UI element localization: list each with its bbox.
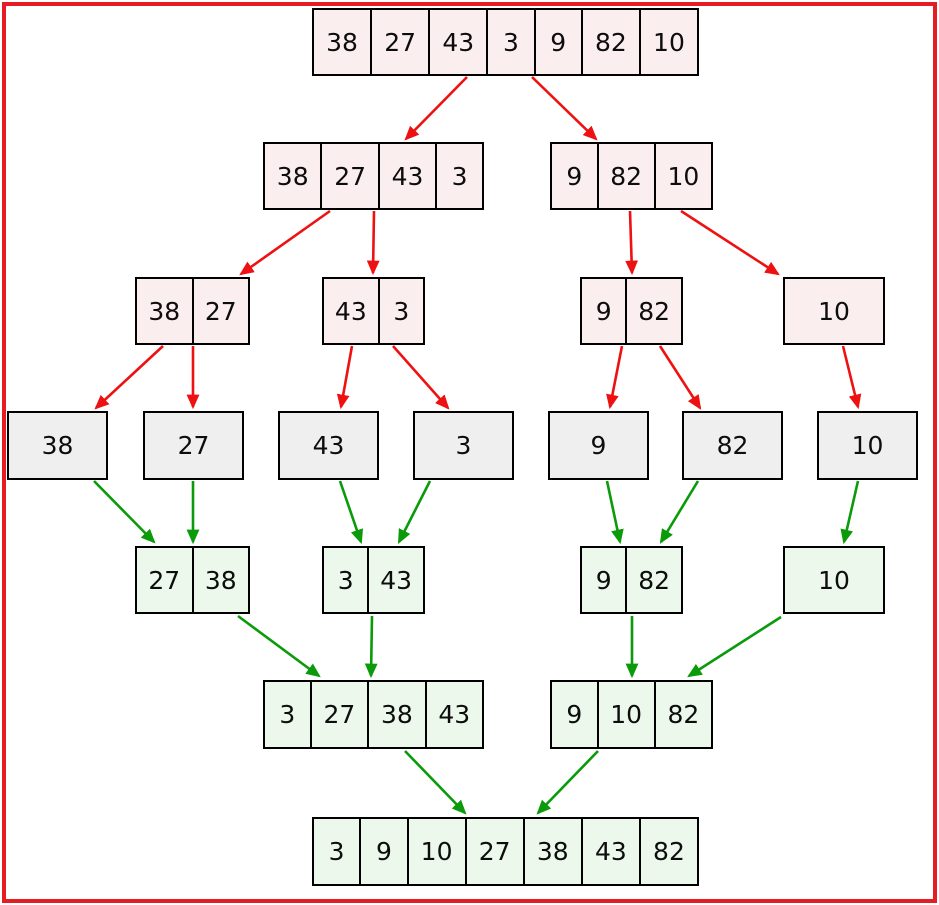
- merge-arrow: [364, 615, 378, 679]
- node-leaf-43: 43: [278, 411, 379, 480]
- array-cell: 82: [638, 565, 671, 595]
- array-cell: 43: [312, 431, 345, 460]
- node-split-10: 10: [783, 277, 885, 345]
- split-arrow: [531, 76, 598, 141]
- array-cell: 27: [467, 819, 525, 884]
- split-arrow: [625, 210, 639, 276]
- node-split-43-3: 43 3: [322, 277, 425, 345]
- node-leaf-10: 10: [817, 411, 918, 480]
- array-cell: 27: [137, 548, 194, 612]
- node-merge-27-38: 27 38: [135, 546, 250, 614]
- array-cell: 9: [590, 431, 607, 460]
- merge-arrow: [397, 480, 432, 544]
- split-arrow: [392, 345, 450, 410]
- array-cell: 27: [312, 682, 370, 747]
- array-cell: 3: [314, 819, 362, 884]
- array-cell: 9: [536, 10, 583, 74]
- array-cell: 82: [599, 144, 656, 208]
- split-arrow: [658, 345, 702, 410]
- node-leaf-27: 27: [143, 411, 244, 480]
- array-cell: 43: [324, 279, 380, 343]
- array-cell: 10: [409, 819, 467, 884]
- array-cell: 43: [380, 144, 438, 208]
- array-cell: 43: [583, 819, 641, 884]
- array-cell: 9: [582, 279, 628, 343]
- merge-arrow: [659, 480, 700, 544]
- array-cell: 27: [372, 10, 431, 74]
- array-cell: 10: [818, 565, 850, 595]
- array-cell: 43: [430, 10, 489, 74]
- node-split-9-82: 9 82: [580, 277, 683, 345]
- array-cell: 9: [552, 682, 599, 747]
- array-cell: 82: [653, 837, 685, 866]
- array-cell: 38: [41, 431, 74, 460]
- array-cell: 82: [716, 431, 749, 460]
- array-cell: 38: [204, 565, 237, 595]
- array-cell: 43: [380, 565, 413, 595]
- node-merge-3-43: 3 43: [322, 546, 425, 614]
- merge-arrow: [605, 480, 624, 545]
- merge-arrow: [93, 480, 156, 544]
- split-arrow: [841, 345, 862, 410]
- merge-arrow: [840, 480, 860, 545]
- node-split-38-27: 38 27: [135, 277, 250, 345]
- array-cell: 3: [451, 161, 468, 191]
- array-cell: 10: [851, 431, 884, 460]
- array-cell: 82: [638, 296, 671, 326]
- split-arrow: [606, 345, 624, 410]
- merge-arrow: [404, 750, 467, 815]
- array-cell: 27: [322, 144, 380, 208]
- merge-arrow: [536, 750, 599, 815]
- array-cell: 10: [653, 27, 685, 57]
- array-cell: 38: [314, 10, 373, 74]
- array-cell: 9: [552, 144, 599, 208]
- split-arrow: [366, 210, 380, 276]
- split-arrow: [336, 345, 354, 410]
- array-cell: 10: [599, 682, 656, 747]
- array-cell: 27: [177, 431, 210, 460]
- array-cell: 38: [369, 682, 427, 747]
- node-merge-10: 10: [783, 546, 885, 614]
- array-cell: 82: [583, 10, 641, 74]
- array-cell: 38: [137, 279, 194, 343]
- node-merge-9-82: 9 82: [580, 546, 683, 614]
- array-cell: 43: [438, 700, 471, 729]
- array-cell: 9: [361, 819, 409, 884]
- split-arrow: [680, 209, 780, 276]
- split-arrow: [404, 76, 468, 141]
- array-cell: 10: [667, 161, 700, 191]
- merge-arrow: [237, 614, 321, 678]
- array-cell: 3: [265, 682, 312, 747]
- split-arrow: [239, 209, 331, 276]
- node-leaf-38: 38: [7, 411, 108, 480]
- array-cell: 38: [525, 819, 583, 884]
- merge-arrow: [338, 480, 364, 545]
- array-cell: 38: [265, 144, 323, 208]
- array-cell: 3: [488, 10, 536, 74]
- array-cell: 9: [582, 548, 628, 612]
- node-leaf-3: 3: [413, 411, 514, 480]
- array-cell: 82: [667, 700, 700, 729]
- array-cell: 10: [818, 296, 850, 326]
- node-leaf-9: 9: [548, 411, 649, 480]
- split-arrow: [94, 345, 164, 410]
- array-cell: 3: [393, 296, 410, 326]
- node-leaf-82: 82: [682, 411, 783, 480]
- merge-arrow: [687, 615, 782, 678]
- array-cell: 3: [324, 548, 370, 612]
- array-cell: 27: [204, 296, 237, 326]
- array-cell: 3: [455, 431, 472, 460]
